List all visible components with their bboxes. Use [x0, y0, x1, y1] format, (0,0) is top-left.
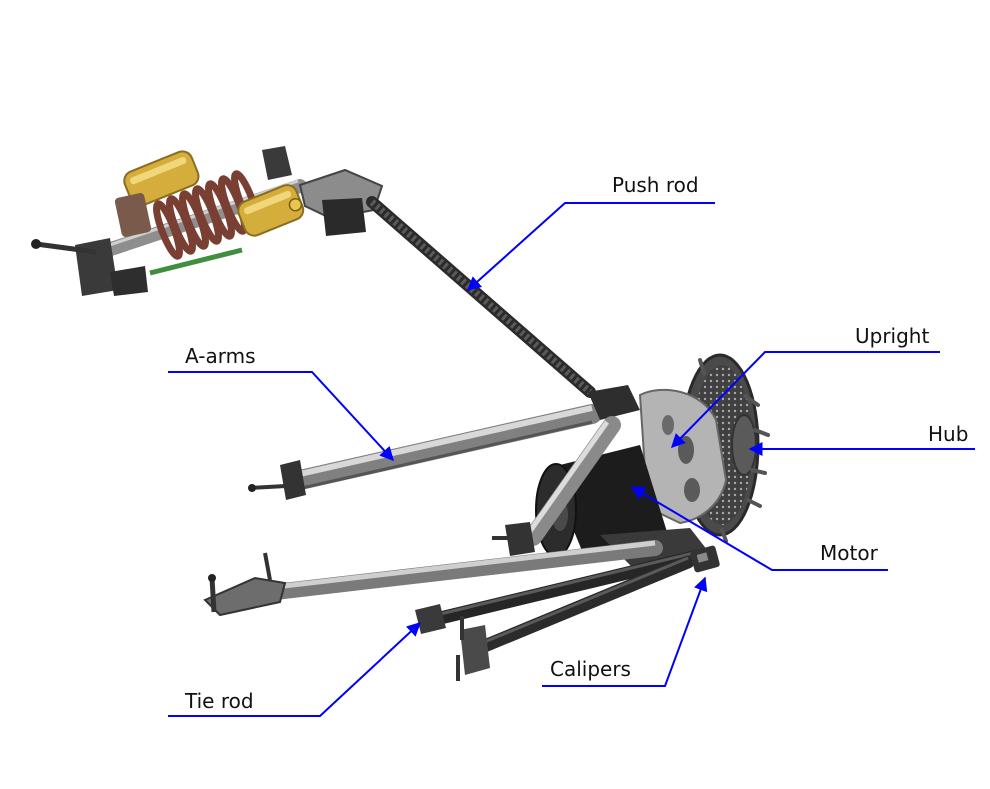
label-a-arms: A-arms: [185, 344, 256, 368]
shock-upper-mount: [262, 146, 292, 180]
push-rod: [366, 196, 596, 398]
left-mount-bolt-head: [31, 239, 41, 249]
leader-a-arms: [168, 371, 394, 462]
upper-ball-joint: [588, 385, 640, 420]
label-upright: Upright: [855, 324, 929, 348]
tie-rod-end-bracket: [415, 604, 446, 634]
shock-shaft-highlight: [91, 179, 299, 253]
lower-small-bracket: [110, 266, 148, 296]
leader-tie-rod: [168, 622, 422, 717]
left-mount-bolt: [35, 241, 97, 255]
upright: [638, 388, 728, 525]
shock-absorber-assembly: [31, 146, 384, 296]
tie-rod-rear: [463, 555, 695, 659]
yellow-reservoir-right: [237, 184, 305, 237]
lower-a-arm-bracket: [203, 552, 287, 617]
tie-rod-rear-bracket: [456, 616, 490, 681]
label-motor: Motor: [820, 541, 879, 565]
leader-motor: [630, 486, 888, 571]
lower-a-arm: [267, 540, 663, 600]
tie-rod-front: [425, 549, 705, 627]
calipers: [690, 545, 720, 573]
front-leg-joint: [492, 522, 535, 556]
leader-upright: [671, 351, 940, 449]
upper-a-arm-inboard-joint: [248, 460, 306, 500]
leader-push-rod: [466, 202, 715, 291]
leader-calipers: [542, 576, 708, 687]
wheel-studs: [698, 358, 770, 543]
rocker-bracket: [322, 198, 366, 236]
yellow-reservoir-left: [123, 150, 200, 207]
label-push-rod: Push rod: [612, 173, 699, 197]
reservoir-cap: [114, 193, 152, 237]
green-rod: [149, 247, 243, 276]
label-tie-rod: Tie rod: [184, 689, 254, 713]
upper-a-arm-rear-tube: [290, 404, 602, 490]
label-calipers: Calipers: [550, 657, 631, 681]
coil-spring: [153, 170, 261, 260]
label-hub: Hub: [928, 422, 968, 446]
upper-a-arm-front-tube: [524, 416, 621, 546]
